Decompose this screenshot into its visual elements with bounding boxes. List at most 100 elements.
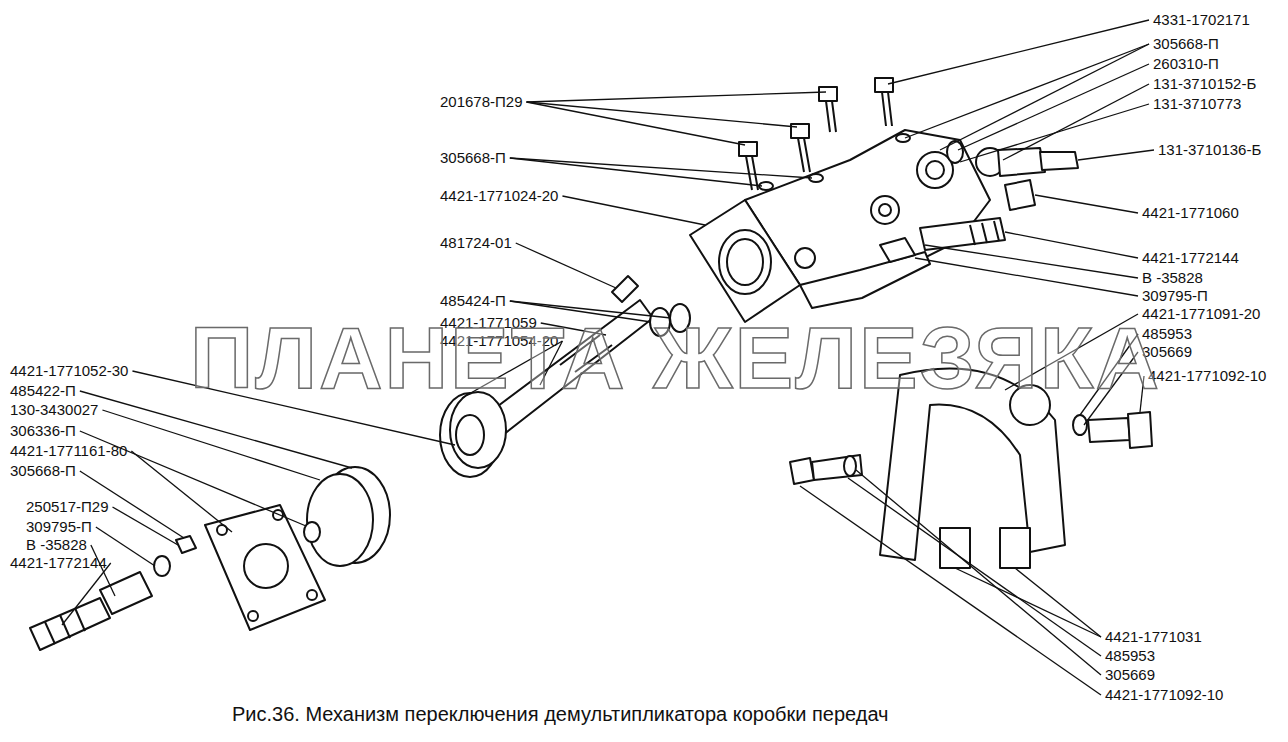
part-outline [790,458,814,484]
callout-number: 305668-П [440,149,506,167]
part-outline [1073,415,1087,435]
leader-line [1005,232,1138,258]
part-outline [30,598,110,650]
part-outline [970,221,999,245]
part-outline [795,248,815,268]
callout-number: 131-3710773 [1153,95,1241,113]
part-outline [871,196,899,224]
leader-line [102,410,320,480]
leader-line [960,104,1149,162]
callout-number: 4421-1772144 [1142,249,1239,267]
leader-line [131,451,232,532]
leader-line [940,44,1149,150]
callout-number: 485953 [1105,647,1155,665]
part-outline [45,608,85,644]
callout-number: 130-3430027 [10,401,98,419]
part-outline [248,611,258,621]
leader-line [955,568,1101,637]
leader-line [905,44,1149,138]
callout-number: 481724-01 [440,234,512,252]
callout-number: 4421-1771092-10 [1148,367,1266,385]
leader-line [510,158,812,178]
callout-number: 131-3710152-Б [1153,75,1256,93]
part-outline [947,141,963,163]
part-outline [176,536,196,553]
leader-line [527,92,826,102]
callout-number: 309795-П [1142,287,1208,305]
part-outline [100,572,152,614]
part-outline [612,276,638,302]
leader-line [800,486,1101,695]
callout-number: 131-3710136-Б [1158,141,1261,159]
part-outline [1040,152,1078,170]
part-outline [1005,180,1035,210]
part-outline [826,101,836,132]
seals [304,467,390,566]
leader-line [562,196,705,225]
part-outline [304,522,320,542]
part-outline [244,544,288,588]
part-outline [1128,412,1152,448]
watermark: ПЛАНЕТА ЖЕЛЕЗЯКА [190,314,1161,402]
bolts [739,78,910,190]
callout-number: В -35828 [1142,269,1203,287]
callout-number: 485422-П [10,382,76,400]
part-outline [307,590,317,600]
leader-line [915,258,1138,296]
part-outline [926,161,944,179]
part-outline [819,87,837,101]
fittings [920,141,1078,250]
leader-line [516,243,616,288]
part-outline [879,204,891,216]
part-outline [727,239,763,285]
callout-number: 4421-1771052-30 [10,362,128,380]
callout-number: 305668-П [10,462,76,480]
leader-line [888,20,1149,84]
callout-number: 306336-П [10,422,76,440]
leader-line [1035,195,1138,213]
callout-number: 4331-1702171 [1153,11,1250,29]
part-outline [1088,418,1130,442]
part-outline [456,415,484,455]
callout-number: 4421-1771060 [1142,204,1239,222]
leader-line [1078,150,1154,160]
leader-line [527,102,797,127]
part-outline [882,92,892,126]
part-outline [719,230,771,294]
leader-line [527,102,745,145]
callout-number: 4421-1772144 [10,554,107,572]
part-outline [800,252,930,308]
part-outline [205,505,325,630]
part-outline [798,138,810,172]
callout-number: 485424-П [440,292,506,310]
part-outline [273,510,283,520]
leader-line [62,563,111,625]
callout-number: 309795-П [26,518,92,536]
cover [205,505,325,630]
part-outline [154,556,170,576]
callout-number: 4421-1771031 [1105,628,1202,646]
part-outline [307,474,373,566]
part-outline [812,455,862,480]
breather-fitting [30,536,196,650]
leader-line [958,64,1149,150]
figure-caption: Рис.36. Механизм переключения демультипл… [232,702,889,726]
callout-number: 4421-1771024-20 [440,187,558,205]
leader-line [113,507,178,545]
part-outline [880,238,915,262]
part-outline [875,78,893,92]
leader-line [1003,84,1149,160]
callout-number: 260310-П [1153,55,1219,73]
callout-number: 201678-П29 [440,93,523,111]
part-outline [920,218,1005,250]
leader-line [856,470,1101,675]
part-outline [844,456,856,476]
callout-number: 4421-1771161-80 [10,442,127,460]
part-outline [690,200,800,322]
part-outline [450,392,506,468]
part-outline [896,134,910,142]
part-outline [1000,528,1030,568]
part-outline [998,148,1045,176]
callout-number: 250517-П29 [26,498,109,516]
callout-number: 305669 [1105,666,1155,684]
